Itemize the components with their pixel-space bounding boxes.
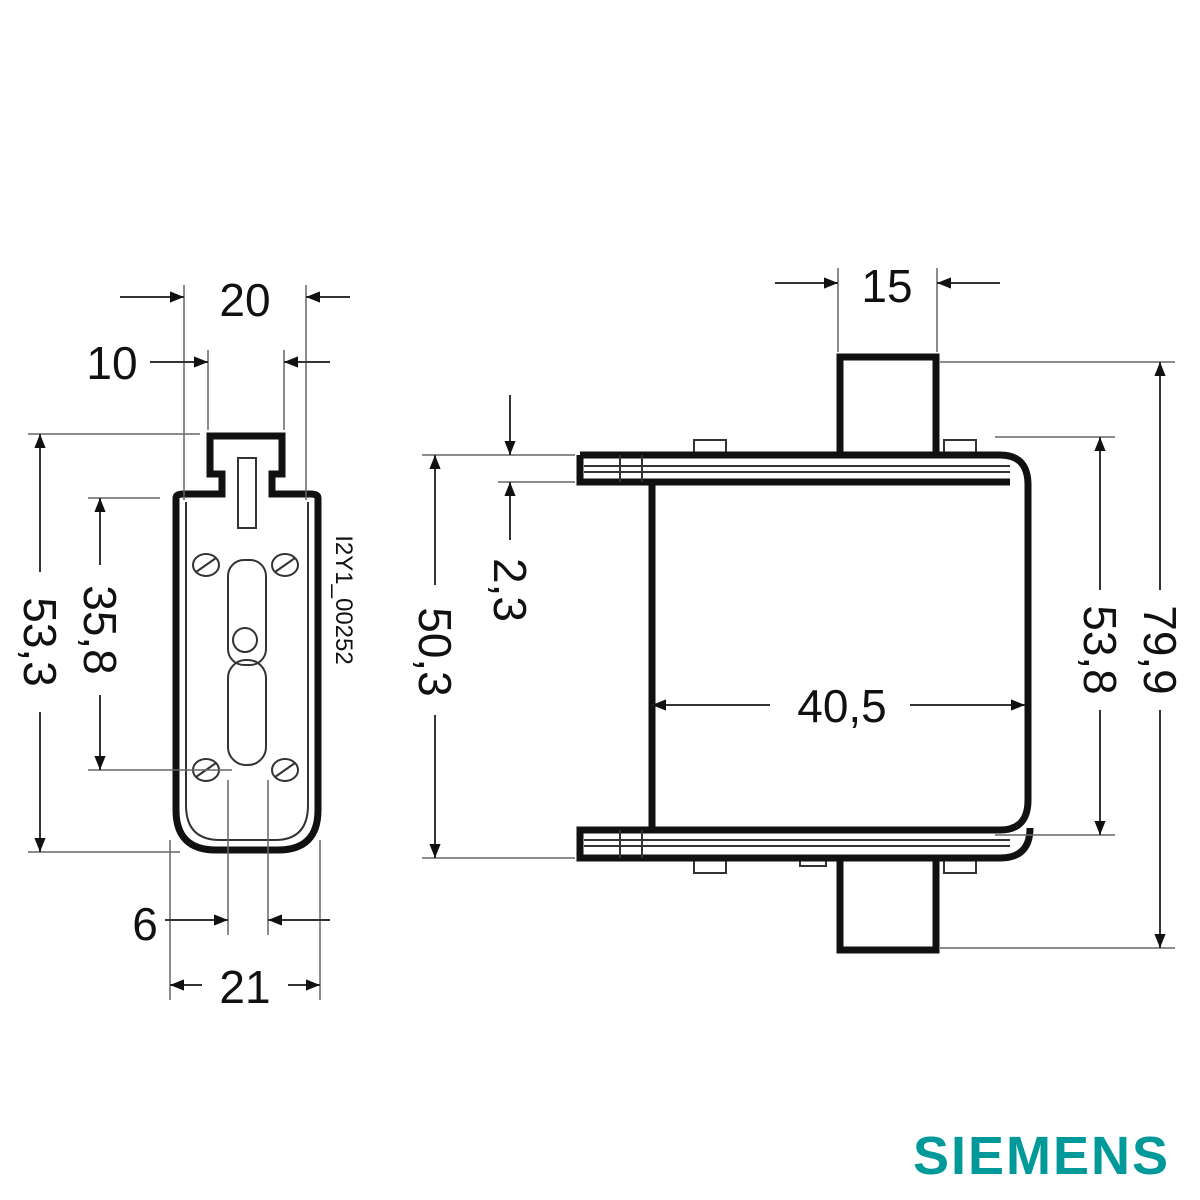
screws bbox=[192, 553, 299, 782]
dim-plate-thickness: 2,3 bbox=[484, 558, 536, 622]
nubs bbox=[693, 439, 977, 874]
dim-body-length: 40,5 bbox=[797, 680, 887, 732]
bottom-contact bbox=[836, 854, 940, 954]
front-view: 20 10 53,3 35,8 6 21 I2Y1_00252 bbox=[14, 274, 357, 1013]
dim-blade-offset: 6 bbox=[132, 898, 158, 950]
dim-tab-width: 10 bbox=[86, 337, 137, 389]
indicator-pin bbox=[232, 627, 258, 653]
dim-height-total-side: 79,9 bbox=[1134, 605, 1186, 695]
top-plate bbox=[576, 451, 1034, 862]
fuse-body-outline bbox=[172, 432, 322, 854]
top-contact bbox=[836, 353, 940, 459]
dim-contact-width: 15 bbox=[861, 260, 912, 312]
dim-width-bottom: 21 bbox=[219, 961, 270, 1013]
fuse-body-inner bbox=[185, 502, 309, 841]
dim-height-inner: 35,8 bbox=[74, 585, 126, 675]
indicator-bar bbox=[227, 559, 267, 666]
dim-height-plates: 50,3 bbox=[409, 607, 461, 697]
dim-width-top: 20 bbox=[219, 274, 270, 326]
siemens-logo: SIEMENS bbox=[913, 1126, 1170, 1186]
side-view: 15 2,3 50,3 40,5 53,8 79,9 bbox=[409, 260, 1186, 954]
drawing-code: I2Y1_00252 bbox=[330, 535, 357, 664]
blade-slot bbox=[237, 457, 257, 529]
indicator-blade bbox=[227, 659, 267, 766]
dim-height-body: 53,8 bbox=[1074, 605, 1126, 695]
dim-height-total: 53,3 bbox=[14, 597, 66, 687]
